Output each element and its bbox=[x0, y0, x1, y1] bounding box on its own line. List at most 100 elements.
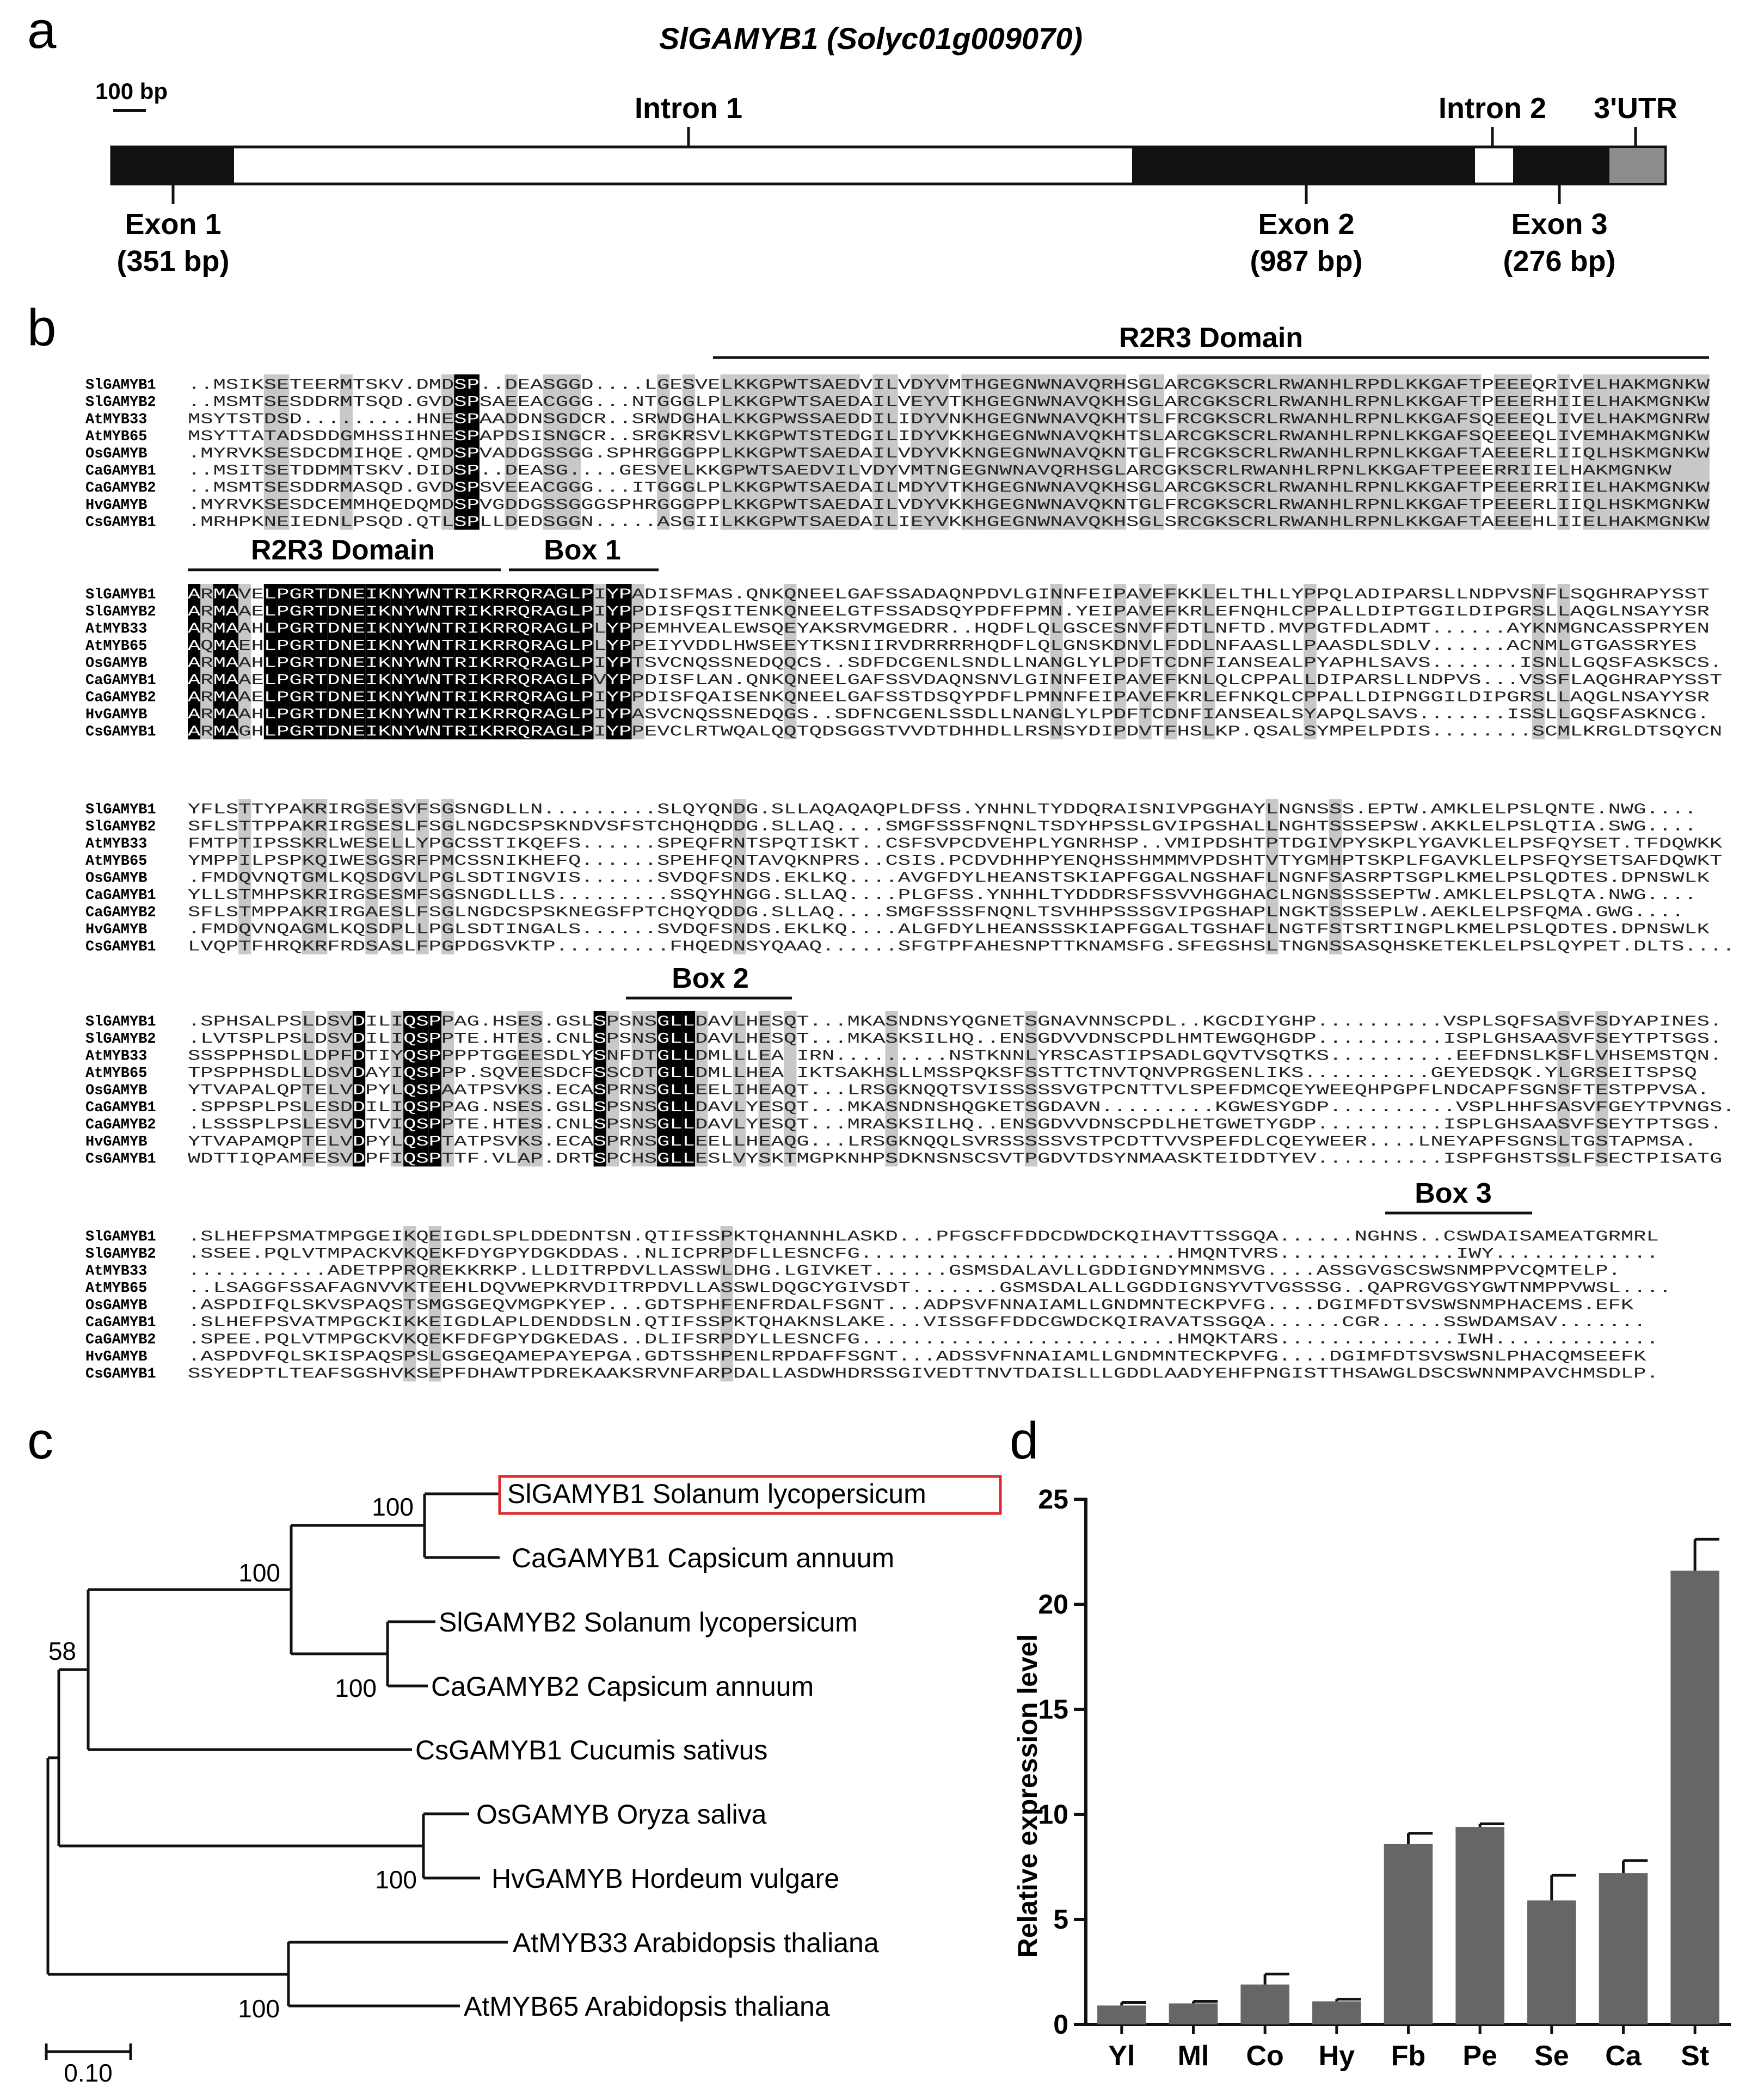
x-tick-label: Hy bbox=[1319, 2040, 1355, 2072]
conservation-shade bbox=[1265, 799, 1279, 955]
conservation-shade bbox=[1024, 374, 1038, 530]
conservation-shade bbox=[428, 1011, 441, 1167]
conservation-shade bbox=[619, 584, 632, 740]
conservation-shade bbox=[416, 584, 429, 740]
conservation-shade bbox=[1215, 374, 1228, 530]
x-tick-label: St bbox=[1681, 2040, 1709, 2072]
conservation-shade bbox=[505, 584, 518, 740]
conservation-shade bbox=[784, 584, 797, 740]
conservation-shade bbox=[403, 1226, 416, 1382]
sequence-name: AtMYB33 bbox=[85, 1264, 147, 1280]
conservation-shade bbox=[758, 374, 771, 530]
panel-c-letter: c bbox=[27, 1412, 53, 1470]
conservation-shade bbox=[302, 584, 315, 740]
sequence-name: CaGAMYB2 bbox=[85, 690, 156, 706]
conservation-shade bbox=[543, 374, 556, 530]
conservation-shade bbox=[1304, 374, 1317, 530]
gene-title-name: SlGAMYB1 bbox=[659, 21, 819, 56]
y-tick-label: 25 bbox=[1038, 1484, 1068, 1515]
conservation-shade bbox=[1037, 374, 1050, 530]
conservation-shade bbox=[1456, 374, 1469, 530]
conservation-shade bbox=[631, 1011, 644, 1167]
conservation-shade bbox=[568, 374, 581, 530]
conservation-shade bbox=[834, 374, 847, 530]
conservation-shade bbox=[1291, 374, 1304, 530]
sequence-name: CaGAMYB1 bbox=[85, 888, 156, 904]
exon-2-size: (987 bp) bbox=[1250, 245, 1362, 278]
sequence-name: OsGAMYB bbox=[85, 656, 147, 672]
box-1-label: Box 1 bbox=[544, 534, 621, 566]
sequence-name: SlGAMYB1 bbox=[85, 1229, 156, 1246]
sequence-name: OsGAMYB bbox=[85, 446, 147, 463]
conservation-shade bbox=[644, 1011, 657, 1167]
conservation-shade bbox=[796, 374, 809, 530]
conservation-shade bbox=[1113, 374, 1127, 530]
conservation-shade bbox=[1697, 374, 1710, 530]
conservation-shade bbox=[936, 374, 949, 530]
sequence-name: AtMYB65 bbox=[85, 429, 147, 445]
conservation-shade bbox=[327, 1011, 340, 1167]
conservation-shade bbox=[1075, 374, 1089, 530]
sequence-name: SlGAMYB2 bbox=[85, 1031, 156, 1048]
conservation-shade bbox=[1304, 584, 1317, 740]
box-3-label: Box 3 bbox=[1415, 1178, 1492, 1209]
sequence-name: HvGAMYB bbox=[85, 707, 147, 723]
conservation-shade bbox=[403, 584, 416, 740]
conservation-shade bbox=[390, 799, 404, 955]
r2r3-domain-label-2: R2R3 Domain bbox=[251, 534, 435, 566]
conservation-shade bbox=[1139, 584, 1152, 740]
conservation-shade bbox=[466, 584, 480, 740]
conservation-shade bbox=[390, 1011, 404, 1167]
exon-3-size: (276 bp) bbox=[1503, 245, 1615, 278]
exon-2-block bbox=[1132, 147, 1475, 184]
conservation-shade bbox=[1418, 374, 1431, 530]
conservation-shade bbox=[1405, 374, 1418, 530]
conservation-shade bbox=[1595, 1011, 1608, 1167]
bar-co bbox=[1240, 1984, 1289, 2024]
conservation-shade bbox=[555, 374, 568, 530]
conservation-shade bbox=[263, 584, 277, 740]
conservation-shade bbox=[1151, 374, 1165, 530]
conservation-shade bbox=[263, 374, 277, 530]
sequence-name: CaGAMYB2 bbox=[85, 905, 156, 921]
bootstrap-value: 100 bbox=[238, 1994, 280, 2023]
x-tick-label: Fb bbox=[1391, 2040, 1426, 2072]
conservation-shade bbox=[606, 1011, 619, 1167]
leaf-label-cagamyb1: CaGAMYB1 Capsicum annuum bbox=[512, 1543, 894, 1573]
conservation-shade bbox=[479, 584, 493, 740]
conservation-shade bbox=[1367, 374, 1380, 530]
sequence-name: CsGAMYB1 bbox=[85, 724, 156, 741]
bootstrap-value: 100 bbox=[372, 1493, 414, 1521]
bar-se bbox=[1527, 1900, 1576, 2024]
conservation-shade bbox=[1050, 374, 1063, 530]
conservation-shade bbox=[555, 584, 568, 740]
sequence-name: CsGAMYB1 bbox=[85, 1152, 156, 1168]
conservation-shade bbox=[911, 374, 924, 530]
sequence-name: CaGAMYB1 bbox=[85, 673, 156, 689]
r2r3-domain-label-1: R2R3 Domain bbox=[1119, 322, 1303, 354]
sequence-name: AtMYB33 bbox=[85, 836, 147, 853]
conservation-shade bbox=[581, 584, 594, 740]
sequence-name: OsGAMYB bbox=[85, 1083, 147, 1099]
conservation-shade bbox=[784, 374, 797, 530]
